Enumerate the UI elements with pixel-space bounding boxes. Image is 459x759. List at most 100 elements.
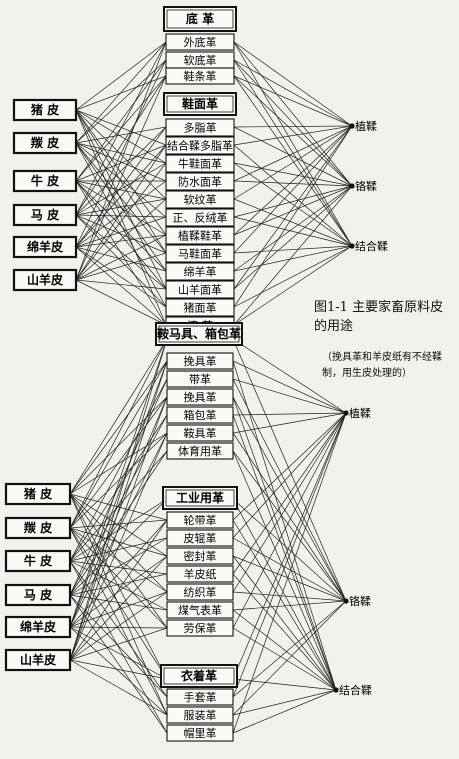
source-bottom-2: 牛 皮 — [4, 549, 72, 573]
product-upper-7-label: 马鞋面革 — [178, 247, 222, 261]
product-industrial-3: 羊皮纸 — [166, 565, 234, 583]
source-top-5: 山羊皮 — [12, 268, 78, 292]
source-bottom-0: 猪 皮 — [4, 482, 72, 506]
product-top-2-label: 鞋条革 — [184, 69, 217, 83]
source-top-3-label: 马 皮 — [31, 207, 59, 222]
process-top-2-node — [349, 243, 355, 249]
product-clothing-2-label: 帽里革 — [184, 726, 217, 740]
header-industrial: 工业用革 — [162, 486, 238, 510]
product-upper-2-label: 牛鞋面革 — [178, 157, 222, 171]
source-bottom-5-label: 山羊皮 — [20, 652, 56, 667]
product-top-0: 外底革 — [165, 33, 235, 51]
source-bottom-1-label: 羰 皮 — [23, 520, 52, 535]
product-upper-1: 结合鞣多脂革 — [165, 136, 235, 155]
header-clothing: 衣着革 — [160, 664, 238, 688]
product-upper-2: 牛鞋面革 — [165, 154, 235, 173]
process-top-1-node — [349, 183, 355, 189]
product-industrial-6: 劳保革 — [166, 619, 234, 637]
header-saddlery-luggage: 鞍马具、箱包革 — [155, 322, 243, 346]
header-upper-leather-label: 鞋面革 — [182, 96, 218, 111]
source-bottom-4: 绵羊皮 — [4, 615, 72, 639]
header-industrial-label: 工业用革 — [176, 490, 224, 505]
process-top-0-label: 植鞣 — [355, 119, 377, 133]
product-upper-5-label: 正、反绒革 — [173, 211, 228, 225]
product-industrial-5: 煤气表革 — [166, 601, 234, 619]
source-bottom-5: 山羊皮 — [4, 648, 72, 672]
product-upper-9: 山羊面革 — [165, 280, 235, 299]
product-top-1: 软底革 — [165, 51, 235, 69]
product-upper-9-label: 山羊面革 — [178, 283, 222, 297]
product-top-0-label: 外底革 — [184, 35, 217, 49]
source-bottom-2-label: 牛 皮 — [24, 553, 52, 568]
process-bottom-1-label: 铬鞣 — [349, 594, 371, 608]
process-top-0-node — [349, 123, 355, 129]
product-saddlery-0: 挽具革 — [166, 352, 234, 370]
process-bottom-0-node — [343, 410, 349, 416]
product-clothing-1: 服装革 — [166, 706, 234, 724]
product-upper-0-label: 多脂革 — [184, 121, 217, 135]
product-upper-4-label: 软纹革 — [184, 193, 217, 207]
product-top-1-label: 软底革 — [184, 53, 217, 67]
product-upper-1-label: 结合鞣多脂革 — [167, 139, 233, 153]
product-industrial-4: 纺织革 — [166, 583, 234, 601]
product-saddlery-2-label: 挽具革 — [184, 390, 217, 404]
source-top-0: 猪 皮 — [12, 98, 78, 122]
product-saddlery-2: 挽具革 — [166, 388, 234, 406]
header-saddlery-luggage-label: 鞍马具、箱包革 — [157, 326, 241, 341]
source-top-0-label: 猪 皮 — [30, 102, 59, 117]
product-saddlery-4-label: 鞍具革 — [184, 426, 217, 440]
process-top-2-label: 结合鞣 — [355, 239, 388, 253]
process-bottom-0-label: 植鞣 — [349, 406, 371, 420]
product-industrial-4-label: 纺织革 — [184, 585, 217, 599]
product-clothing-1-label: 服装革 — [184, 708, 217, 722]
process-top-1-label: 铬鞣 — [355, 179, 377, 193]
product-industrial-2-label: 密封革 — [184, 549, 217, 563]
product-upper-3-label: 防水面革 — [178, 175, 222, 189]
product-industrial-1-label: 皮辊革 — [184, 531, 217, 545]
product-upper-0: 多脂革 — [165, 118, 235, 137]
product-industrial-0: 轮带革 — [166, 511, 234, 529]
process-bottom-1-node — [343, 598, 349, 604]
source-top-2: 牛 皮 — [12, 169, 78, 193]
header-upper-leather: 鞋面革 — [163, 92, 237, 116]
source-bottom-3: 马 皮 — [4, 583, 72, 607]
product-industrial-1: 皮辊革 — [166, 529, 234, 547]
source-top-1: 羰 皮 — [12, 131, 78, 155]
product-clothing-2: 帽里革 — [166, 724, 234, 742]
product-saddlery-1: 带革 — [166, 370, 234, 388]
source-top-3: 马 皮 — [12, 203, 78, 227]
source-bottom-4-label: 绵羊皮 — [20, 619, 56, 634]
product-saddlery-1-label: 带革 — [189, 372, 211, 386]
process-bottom-2-label: 结合鞣 — [339, 683, 372, 697]
product-saddlery-3-label: 箱包革 — [184, 408, 217, 422]
source-top-4-label: 绵羊皮 — [27, 239, 63, 254]
product-upper-6: 植鞣鞋革 — [165, 226, 235, 245]
source-top-1-label: 羰 皮 — [30, 135, 59, 150]
product-upper-5: 正、反绒革 — [165, 208, 235, 227]
source-bottom-1: 羰 皮 — [4, 516, 72, 540]
product-industrial-2: 密封革 — [166, 547, 234, 565]
product-upper-10-label: 猪面革 — [184, 301, 217, 315]
header-bottom-leather: 底 革 — [163, 6, 237, 32]
product-industrial-6-label: 劳保革 — [184, 621, 217, 635]
product-upper-3: 防水面革 — [165, 172, 235, 191]
product-top-2: 鞋条革 — [165, 67, 235, 85]
product-upper-10: 猪面革 — [165, 298, 235, 317]
product-saddlery-3: 箱包革 — [166, 406, 234, 424]
product-upper-8-label: 绵羊革 — [184, 265, 217, 279]
process-bottom-2-node — [333, 687, 339, 693]
product-clothing-0-label: 手套革 — [184, 690, 217, 704]
header-clothing-label: 衣着革 — [181, 668, 217, 683]
product-upper-8: 绵羊革 — [165, 262, 235, 281]
source-bottom-0-label: 猪 皮 — [23, 486, 52, 501]
connection-lines — [69, 41, 353, 734]
product-industrial-0-label: 轮带革 — [184, 513, 217, 527]
product-upper-7: 马鞋面革 — [165, 244, 235, 263]
product-industrial-5-label: 煤气表革 — [178, 603, 222, 617]
product-clothing-0: 手套革 — [166, 688, 234, 706]
product-upper-6-label: 植鞣鞋革 — [178, 229, 222, 243]
source-top-5-label: 山羊皮 — [27, 272, 63, 287]
header-bottom-leather-label: 底 革 — [186, 11, 214, 26]
